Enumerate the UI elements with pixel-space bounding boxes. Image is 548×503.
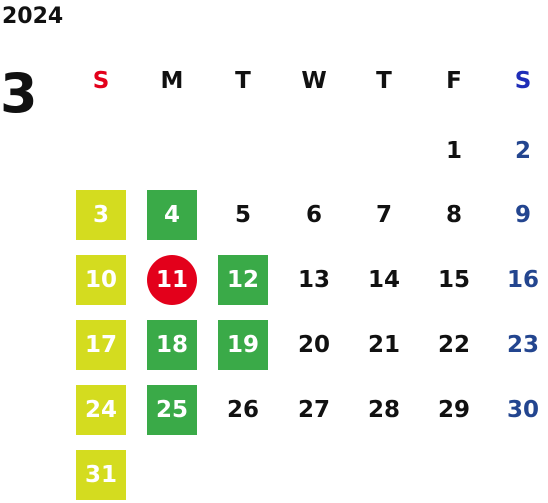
weekday-sun: S <box>92 68 110 94</box>
calendar-day-17[interactable]: 17 <box>76 320 126 370</box>
calendar-day-15[interactable]: 15 <box>437 267 470 293</box>
calendar-day-18[interactable]: 18 <box>147 320 197 370</box>
calendar-day-25[interactable]: 25 <box>147 385 197 435</box>
calendar-day-6[interactable]: 6 <box>305 202 322 228</box>
calendar-day-28[interactable]: 28 <box>367 397 400 423</box>
calendar-day-14[interactable]: 14 <box>367 267 400 293</box>
calendar-day-24[interactable]: 24 <box>76 385 126 435</box>
calendar-day-22[interactable]: 22 <box>437 332 470 358</box>
weekday-thu: T <box>376 68 392 94</box>
weekday-tue: T <box>235 68 251 94</box>
year-label: 2024 <box>2 4 64 29</box>
month-label: 3 <box>0 62 38 125</box>
calendar-day-19[interactable]: 19 <box>218 320 268 370</box>
weekday-mon: M <box>160 68 184 94</box>
weekday-fri: F <box>446 68 462 94</box>
calendar-day-1[interactable]: 1 <box>445 138 462 164</box>
calendar-day-11[interactable]: 11 <box>147 255 197 305</box>
calendar-day-7[interactable]: 7 <box>375 202 392 228</box>
calendar-day-20[interactable]: 20 <box>297 332 330 358</box>
calendar-day-2[interactable]: 2 <box>514 138 531 164</box>
calendar-day-27[interactable]: 27 <box>297 397 330 423</box>
calendar-day-4[interactable]: 4 <box>147 190 197 240</box>
calendar-day-16[interactable]: 16 <box>506 267 539 293</box>
weekday-wed: W <box>301 68 327 94</box>
calendar-day-10[interactable]: 10 <box>76 255 126 305</box>
calendar-day-9[interactable]: 9 <box>514 202 531 228</box>
calendar-day-12[interactable]: 12 <box>218 255 268 305</box>
calendar-day-13[interactable]: 13 <box>297 267 330 293</box>
weekday-sat: S <box>514 68 532 94</box>
calendar-day-30[interactable]: 30 <box>506 397 539 423</box>
calendar-day-5[interactable]: 5 <box>234 202 251 228</box>
calendar-day-21[interactable]: 21 <box>367 332 400 358</box>
calendar-day-31[interactable]: 31 <box>76 450 126 500</box>
calendar-day-8[interactable]: 8 <box>445 202 462 228</box>
calendar-day-26[interactable]: 26 <box>226 397 259 423</box>
calendar-day-23[interactable]: 23 <box>506 332 539 358</box>
calendar-day-29[interactable]: 29 <box>437 397 470 423</box>
calendar-day-3[interactable]: 3 <box>76 190 126 240</box>
